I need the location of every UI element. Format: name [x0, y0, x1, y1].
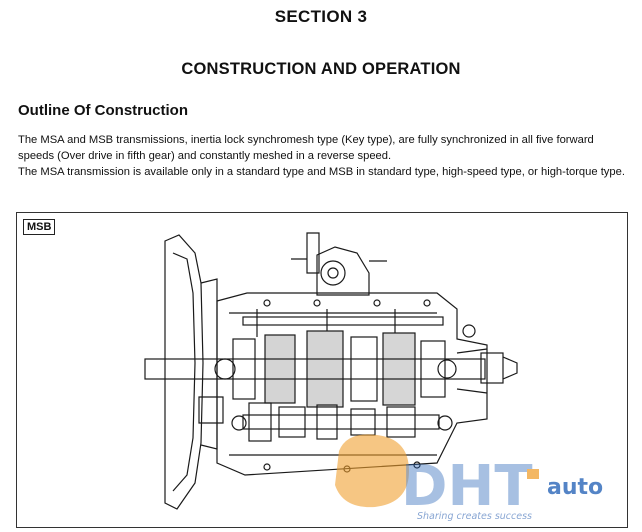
outline-heading: Outline Of Construction [18, 102, 188, 119]
outline-paragraph-2: The MSA transmission is available only i… [18, 166, 625, 178]
svg-text:DHT: DHT [401, 454, 533, 519]
watermark-brand: auto [547, 475, 604, 500]
page-title: CONSTRUCTION AND OPERATION [181, 60, 461, 78]
outline-paragraph-1: The MSA and MSB transmissions, inertia l… [18, 134, 594, 162]
watermark-tagline: Sharing creates success [417, 511, 532, 522]
transmission-cross-section-drawing [144, 232, 518, 510]
watermark-logo-icon: DHT [335, 434, 539, 519]
figure-label-msb: MSB [23, 219, 56, 235]
transmission-figure: MSB DHT auto Sharing creates success [16, 212, 628, 528]
section-number: SECTION 3 [274, 7, 368, 26]
